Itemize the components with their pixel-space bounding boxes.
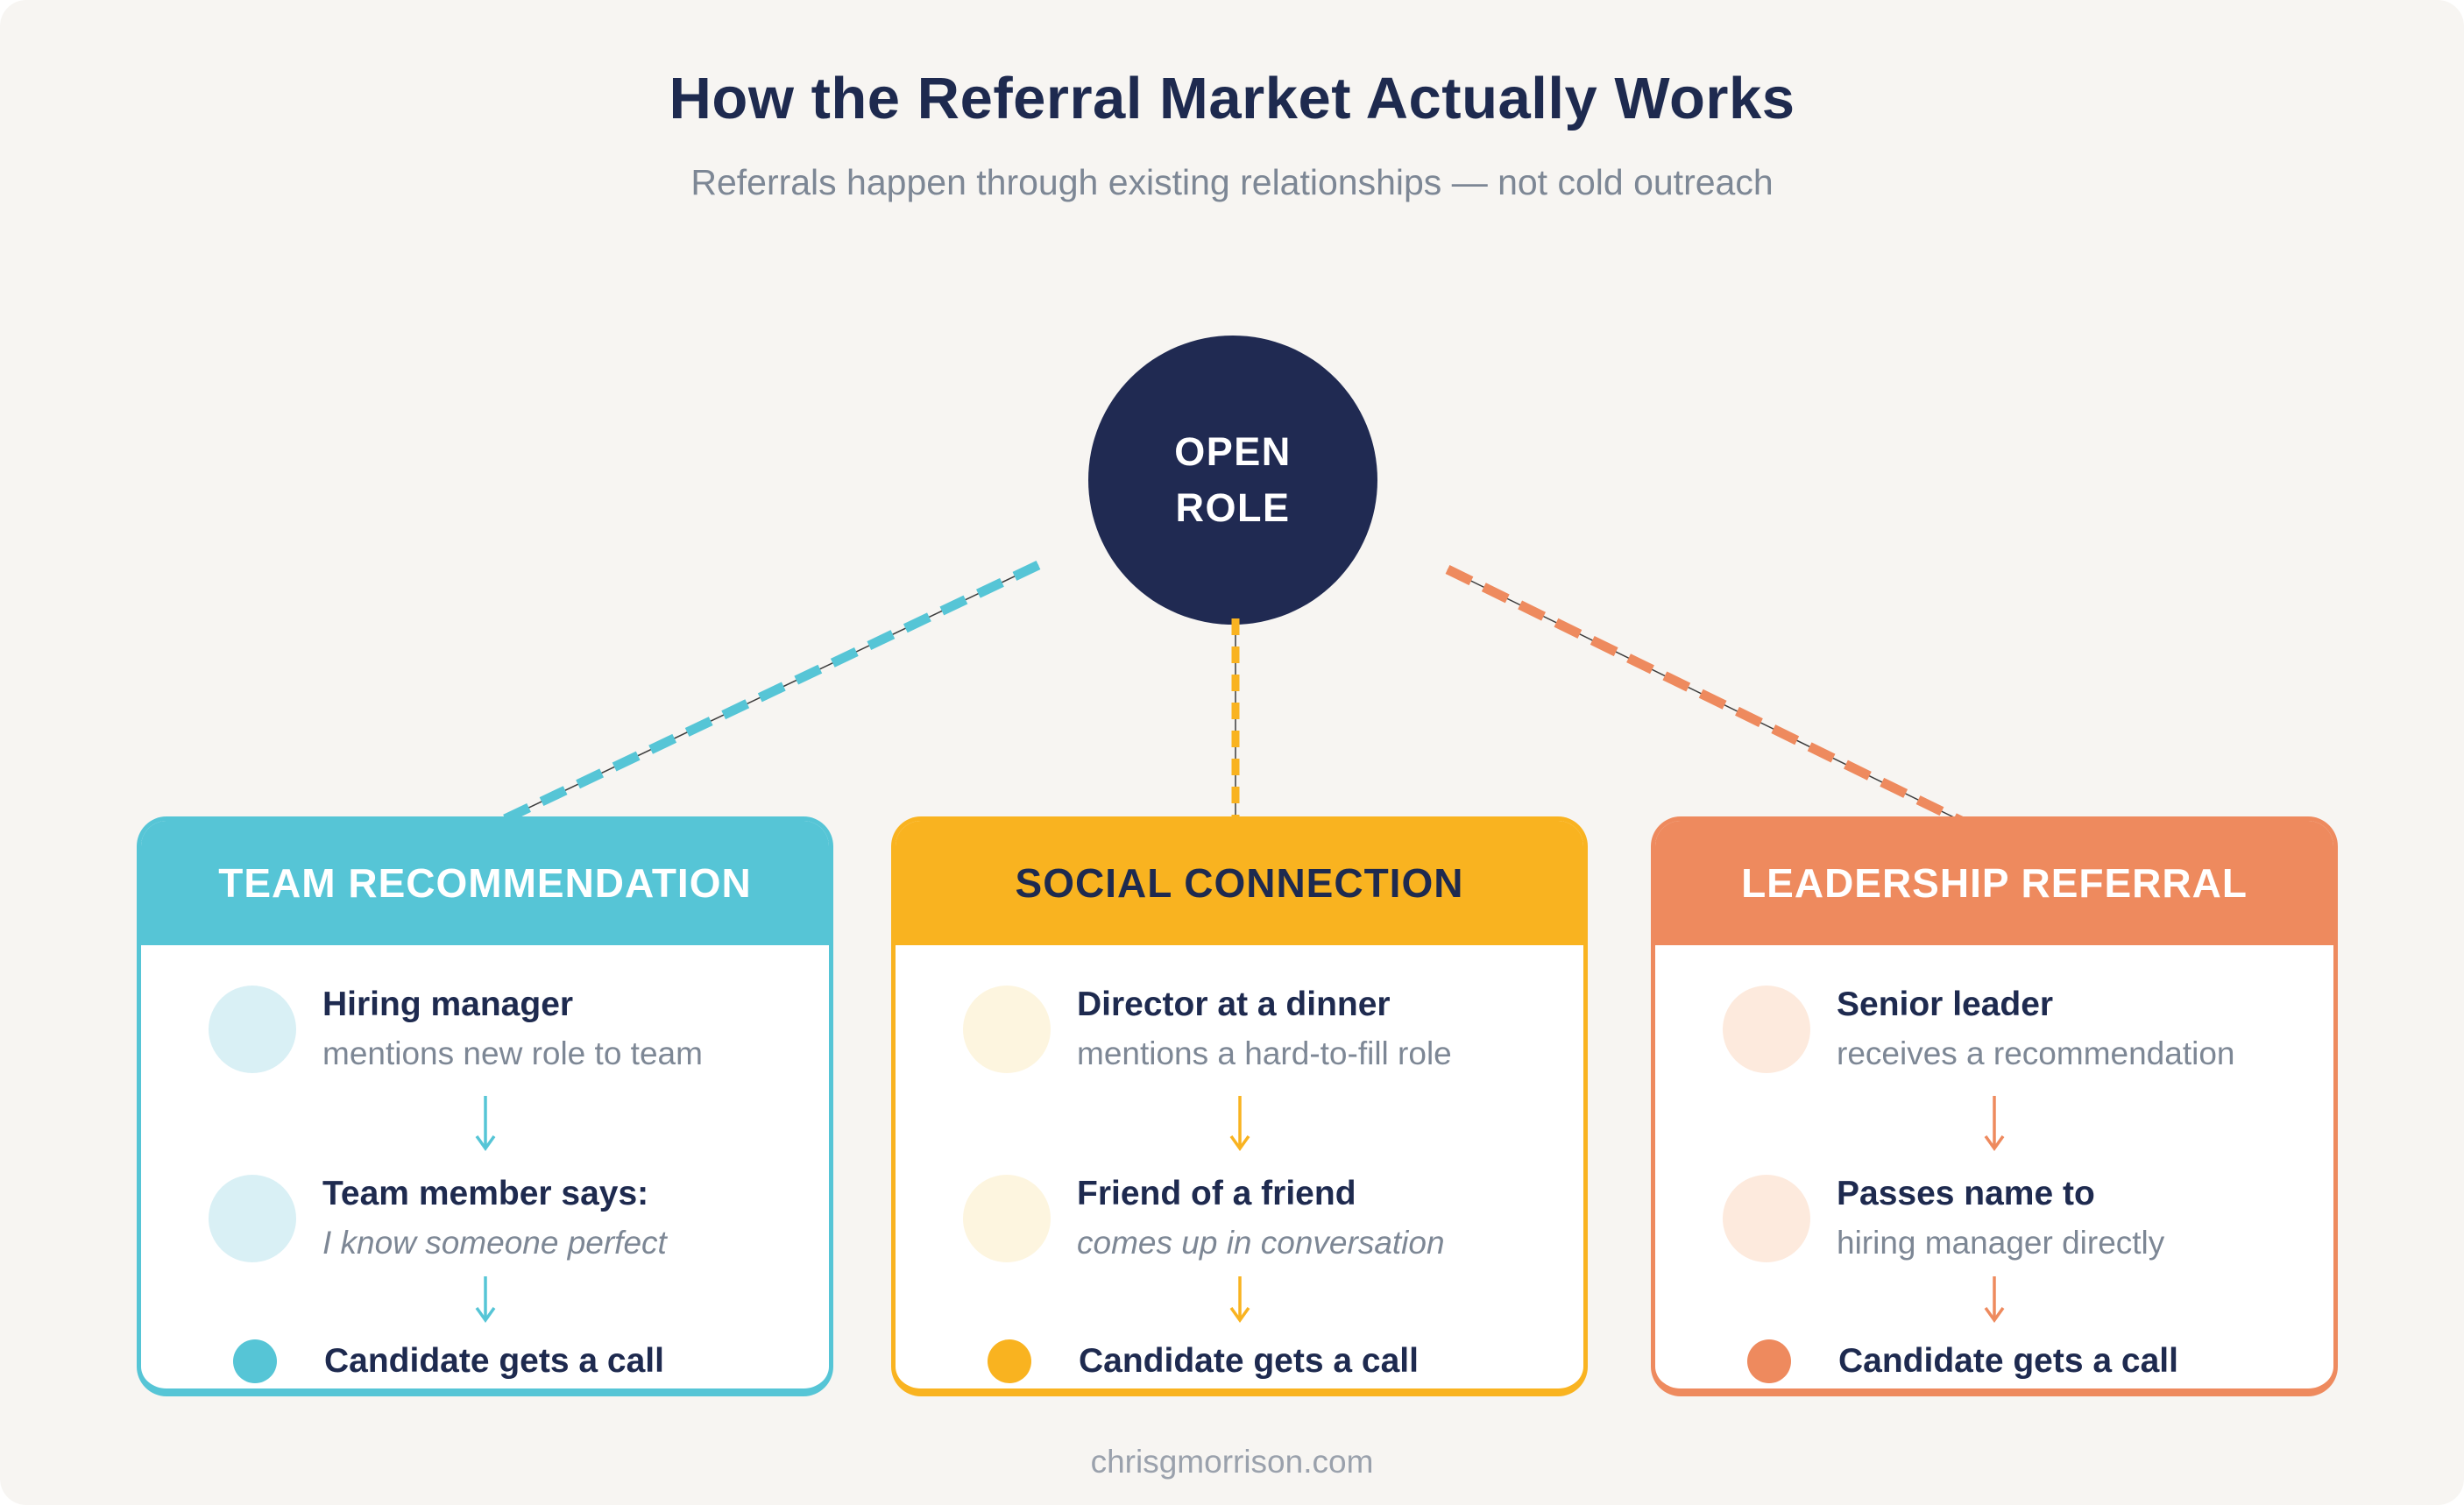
step-title: Team member says: [322, 1175, 649, 1213]
page-title: How the Referral Market Actually Works [669, 66, 1795, 131]
step-subtitle: comes up in conversation [1077, 1225, 1445, 1261]
step-subtitle: receives a recommendation [1837, 1035, 2235, 1072]
outcome-dot-icon [988, 1339, 1031, 1383]
down-arrow-icon [475, 1096, 495, 1152]
step-row: Passes name to hiring manager directly [1655, 1175, 2333, 1262]
step-text: Passes name to hiring manager directly [1837, 1175, 2164, 1261]
step-dot-icon [963, 1175, 1051, 1262]
step-title: Director at a dinner [1077, 986, 1391, 1024]
step-title: Hiring manager [322, 986, 574, 1024]
outcome-dot-icon [233, 1339, 277, 1383]
open-role-line1: OPEN [1174, 429, 1292, 475]
card-header-label: LEADERSHIP REFERRAL [1741, 860, 2248, 906]
step-dot-icon [209, 986, 296, 1073]
card-body: Senior leader receives a recommendation … [1655, 945, 2333, 1383]
step-row: Friend of a friend comes up in conversat… [896, 1175, 1583, 1262]
step-title: Friend of a friend [1077, 1175, 1356, 1213]
step-text: Director at a dinner mentions a hard-to-… [1077, 986, 1452, 1072]
outcome-label: Candidate gets a call [1838, 1342, 2178, 1380]
step-text: Friend of a friend comes up in conversat… [1077, 1175, 1445, 1261]
step-row: Team member says: I know someone perfect [141, 1175, 829, 1262]
down-arrow-icon [1984, 1276, 2005, 1324]
down-arrow-icon [475, 1276, 495, 1324]
open-role-line2: ROLE [1175, 485, 1291, 530]
card-header-label: SOCIAL CONNECTION [1015, 860, 1464, 906]
step-subtitle: mentions a hard-to-fill role [1077, 1035, 1452, 1072]
card-header-label: TEAM RECOMMENDATION [218, 860, 752, 906]
step-title: Senior leader [1837, 986, 2054, 1024]
down-arrow-icon [1984, 1096, 2005, 1152]
step-row: Director at a dinner mentions a hard-to-… [896, 986, 1583, 1073]
outcome-label: Candidate gets a call [1079, 1342, 1419, 1380]
step-subtitle: hiring manager directly [1837, 1225, 2165, 1261]
step-text: Senior leader receives a recommendation [1837, 986, 2235, 1072]
outcome-label: Candidate gets a call [324, 1342, 664, 1380]
card-header: TEAM RECOMMENDATION [141, 821, 829, 945]
open-role-label: OPEN ROLE [1174, 424, 1292, 536]
outcome-row: Candidate gets a call [896, 1339, 1583, 1383]
outcome-row: Candidate gets a call [1655, 1339, 2333, 1383]
step-row: Senior leader receives a recommendation [1655, 986, 2333, 1073]
headline-block: How the Referral Market Actually Works R… [0, 65, 2464, 203]
connector-orange [1445, 565, 1964, 825]
card-social-connection: SOCIAL CONNECTION Director at a dinner m… [891, 816, 1588, 1396]
step-text: Team member says: I know someone perfect [322, 1175, 667, 1261]
step-text: Hiring manager mentions new role to team [322, 986, 703, 1072]
open-role-node: OPEN ROLE [1088, 336, 1377, 625]
step-subtitle: I know someone perfect [322, 1225, 667, 1261]
outcome-dot-icon [1747, 1339, 1791, 1383]
connector-teal [499, 561, 1041, 825]
card-header: SOCIAL CONNECTION [896, 821, 1583, 945]
outcome-row: Candidate gets a call [141, 1339, 829, 1383]
card-body: Director at a dinner mentions a hard-to-… [896, 945, 1583, 1383]
down-arrow-icon [1229, 1276, 1250, 1324]
down-arrow-icon [1229, 1096, 1250, 1152]
footer-credit: chrisgmorrison.com [1090, 1444, 1374, 1480]
step-title: Passes name to [1837, 1175, 2095, 1213]
step-dot-icon [1723, 986, 1810, 1073]
step-subtitle: mentions new role to team [322, 1035, 703, 1072]
page-subtitle: Referrals happen through existing relati… [690, 162, 1774, 202]
card-leadership-referral: LEADERSHIP REFERRAL Senior leader receiv… [1651, 816, 2338, 1396]
step-dot-icon [209, 1175, 296, 1262]
card-body: Hiring manager mentions new role to team… [141, 945, 829, 1383]
step-row: Hiring manager mentions new role to team [141, 986, 829, 1073]
step-dot-icon [1723, 1175, 1810, 1262]
step-dot-icon [963, 986, 1051, 1073]
card-header: LEADERSHIP REFERRAL [1655, 821, 2333, 945]
card-team-recommendation: TEAM RECOMMENDATION Hiring manager menti… [137, 816, 833, 1396]
